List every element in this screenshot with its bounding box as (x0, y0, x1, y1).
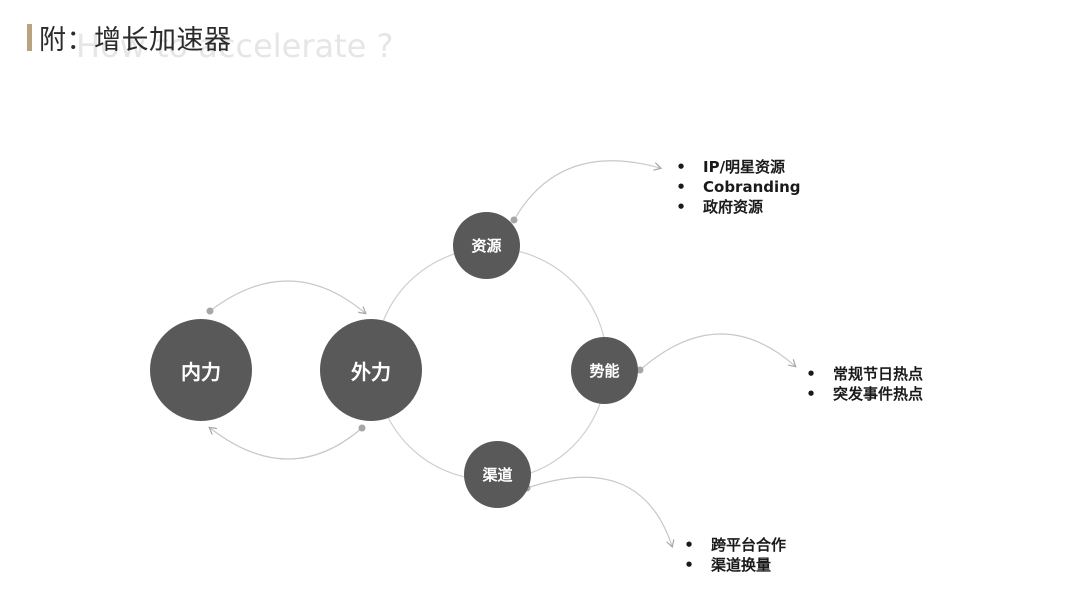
list-item: •Cobranding (676, 178, 801, 196)
arc-resources-to-list (513, 160, 660, 221)
arc-channels-to-list (526, 476, 672, 546)
node-external-force: 外力 (320, 319, 422, 421)
node-resources: 资源 (453, 212, 520, 279)
arc-momentum-to-list (639, 333, 795, 371)
list-resources: •IP/明星资源 •Cobranding •政府资源 (675, 157, 801, 217)
list-item: •政府资源 (676, 198, 764, 216)
node-momentum: 势能 (571, 337, 638, 404)
node-channels: 渠道 (464, 441, 531, 508)
page-title: 附：增长加速器 (39, 25, 232, 56)
list-item: •突发事件热点 (806, 385, 924, 403)
page-subtitle: How to accelerate ? (76, 27, 394, 65)
node-external-force-label: 外力 (351, 359, 391, 384)
list-momentum: •常规节日热点 •突发事件热点 (805, 364, 923, 404)
list-item: •渠道换量 (684, 556, 772, 574)
node-resources-label: 资源 (471, 237, 502, 255)
list-item: •跨平台合作 (684, 536, 787, 554)
list-item: •IP/明星资源 (676, 158, 786, 176)
node-momentum-label: 势能 (589, 362, 620, 380)
list-item: •常规节日热点 (806, 365, 924, 383)
arc-outer-to-inner-bottom (210, 428, 363, 460)
title-accent-bar (27, 24, 32, 51)
node-channels-label: 渠道 (482, 466, 513, 484)
node-internal-force: 内力 (150, 319, 252, 421)
arc-inner-to-outer-top (209, 280, 365, 313)
list-channels: •跨平台合作 •渠道换量 (683, 535, 786, 575)
node-internal-force-label: 内力 (181, 359, 221, 384)
